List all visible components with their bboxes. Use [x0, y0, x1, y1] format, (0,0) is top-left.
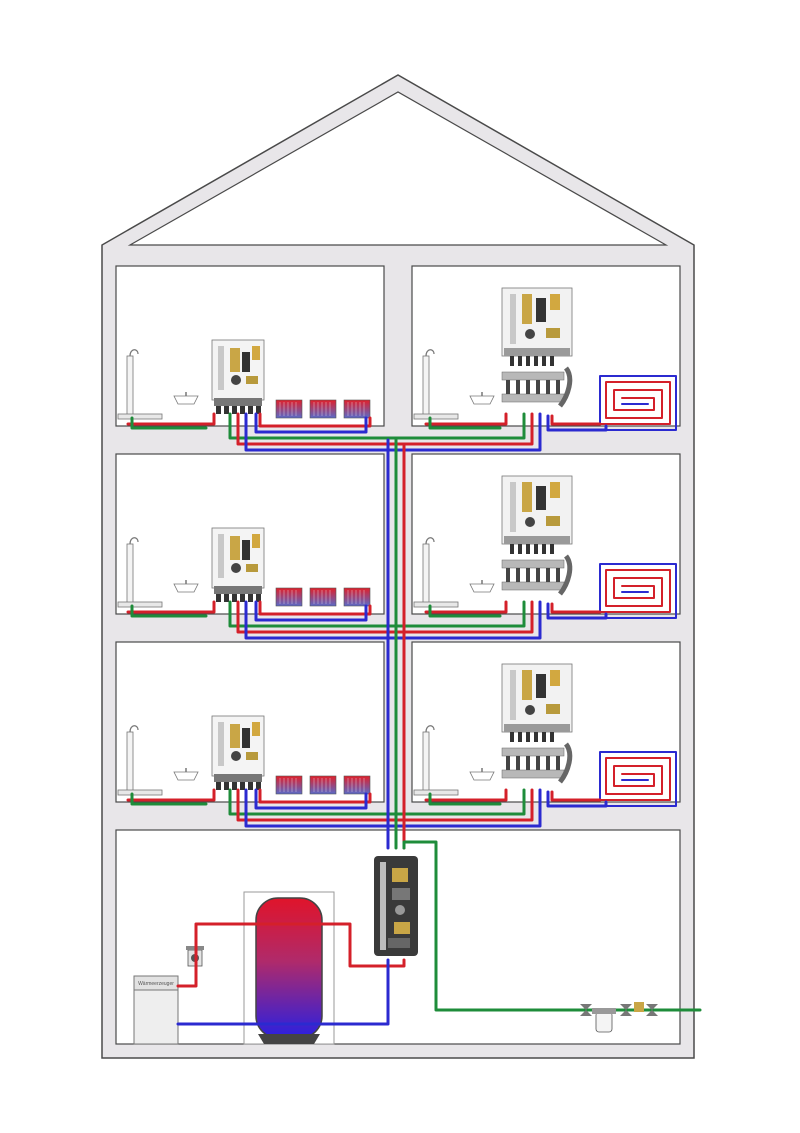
radiator: [275, 587, 303, 607]
apartment-station: [211, 339, 265, 415]
radiator: [275, 775, 303, 795]
floor-1: [117, 664, 677, 828]
radiator: [343, 587, 371, 607]
apartment-station: [211, 527, 265, 603]
radiator: [343, 775, 371, 795]
basement-equipment: Wärmeerzeuger: [133, 840, 702, 1045]
transfer-station: [374, 856, 418, 956]
radiator: [309, 775, 337, 795]
radiator: [275, 399, 303, 419]
floor-3: [117, 288, 677, 452]
buffer-tank: [243, 891, 335, 1045]
heat-generator: Wärmeerzeuger: [133, 975, 179, 1045]
floor-2: [117, 476, 677, 640]
radiator: [309, 399, 337, 419]
roof-inner: [127, 91, 669, 246]
floors: [117, 288, 677, 828]
water-filter-group: [580, 1002, 658, 1033]
riser-pipes: [386, 438, 406, 850]
radiator: [309, 587, 337, 607]
radiator: [343, 399, 371, 419]
heat-generator-label: Wärmeerzeuger: [138, 981, 174, 987]
apartment-station: [211, 715, 265, 791]
